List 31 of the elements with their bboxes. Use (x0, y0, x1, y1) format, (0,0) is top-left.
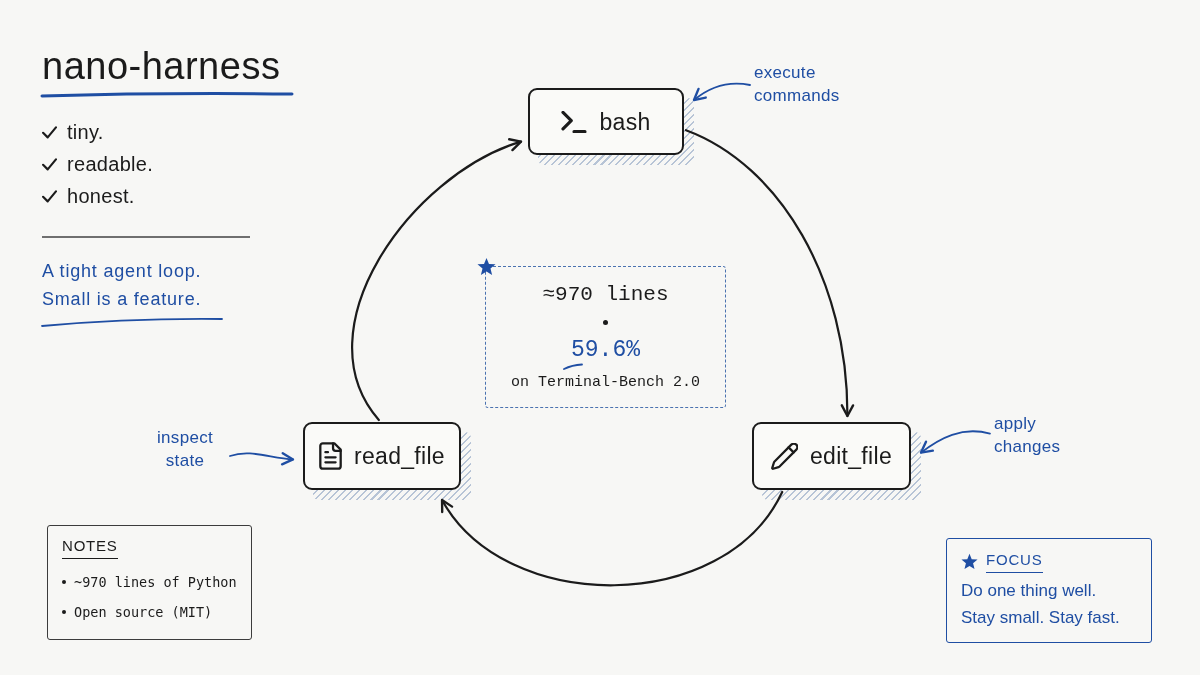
focus-text: Do one thing well. Stay small. Stay fast. (961, 580, 1121, 629)
annotation-text: apply changes (994, 412, 1078, 458)
score-value: 59.6% (571, 336, 640, 363)
notes-heading: NOTES (62, 536, 118, 559)
notes-panel (47, 525, 252, 640)
arrow (440, 490, 784, 587)
process-box (528, 88, 684, 155)
title: nano-harness (42, 44, 281, 88)
process-box (303, 422, 461, 490)
arrow (684, 129, 854, 418)
metric-panel (485, 266, 726, 408)
arrow (692, 82, 751, 102)
focus-heading: FOCUS (986, 550, 1043, 573)
note-item: Open source (MIT) (74, 603, 213, 621)
annotation-text: execute commands (754, 61, 850, 107)
arrow (229, 451, 295, 466)
tagline-text: A tight agent loop. Small is a feature. (42, 260, 203, 311)
checklist-item: honest. (67, 184, 135, 209)
line-count: ≈970 lines (542, 281, 669, 308)
note-item: ~970 lines of Python (74, 573, 237, 591)
tool-label: read_file (354, 442, 445, 471)
tool-label: edit_file (810, 442, 892, 471)
checklist-item: readable. (67, 152, 154, 177)
arrow (351, 139, 523, 422)
focus-panel (946, 538, 1152, 643)
annotation-text: inspect state (143, 426, 227, 472)
tool-label: bash (599, 107, 651, 137)
arrow (919, 430, 991, 454)
benchmark-caption: on Terminal-Bench 2.0 (511, 372, 700, 393)
process-box (752, 422, 911, 490)
checklist-item: tiny. (67, 120, 104, 145)
